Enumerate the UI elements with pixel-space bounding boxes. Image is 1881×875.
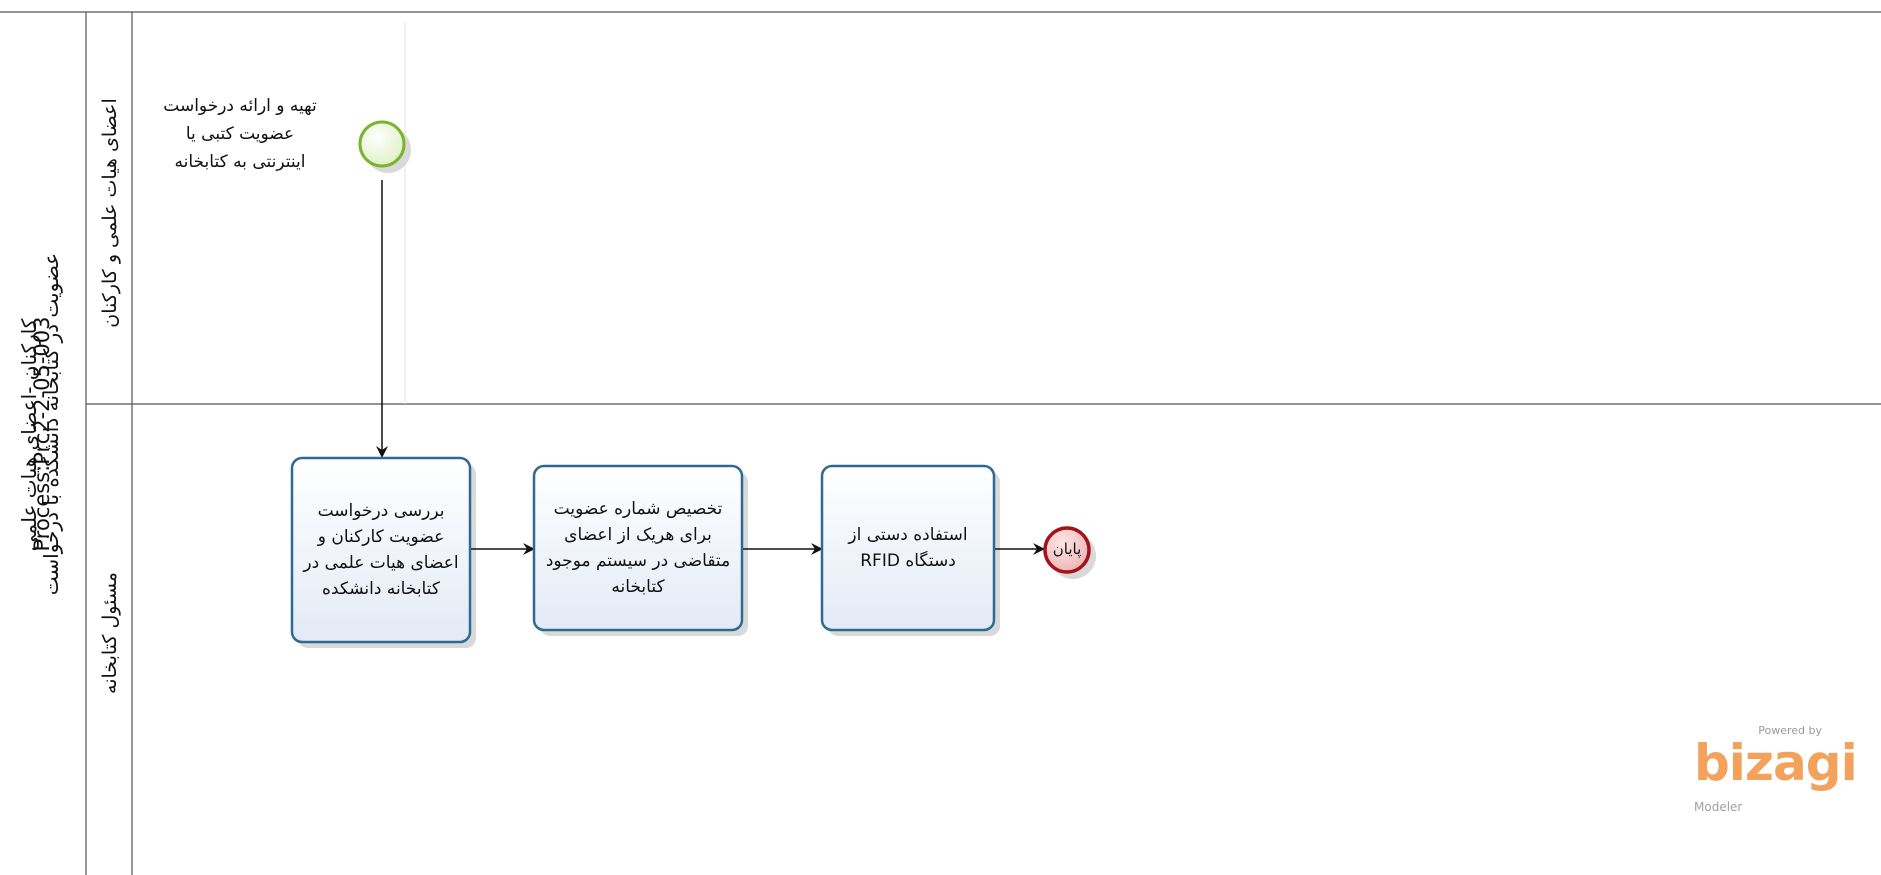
pool (0, 11, 1881, 875)
task-review-request[interactable] (290, 456, 472, 644)
start-event-label: تهیه و ارائه درخواست عضویت کتبی یا اینتر… (140, 92, 340, 176)
watermark-brand: bizagi (1694, 734, 1858, 792)
start-event-label-line2: عضویت کتبی یا (185, 124, 295, 144)
lane-label-faculty-staff: اعضای هیات علمی و کارکنان (99, 98, 121, 328)
end-event-label: پایان (1052, 540, 1082, 558)
watermark-product: Modeler (1694, 800, 1743, 814)
bizagi-watermark: Powered by bizagi Modeler (1690, 724, 1858, 824)
task-manual-rfid-label: استفاده دستی از دستگاه RFID (848, 525, 968, 571)
task-assign-member-number[interactable] (532, 464, 744, 632)
start-event-label-line3: اینترنتی به کتابخانه (174, 152, 306, 172)
task-assign-member-number-label: تخصیص شماره عضویت برای هریک از اعضای متق… (545, 499, 731, 597)
watermark-powered-by: Powered by (1758, 724, 1822, 737)
start-event[interactable] (358, 120, 406, 168)
task-manual-rfid[interactable] (820, 464, 996, 632)
pool-name-line2: کارکنان -اعضای هیات علمی (17, 318, 41, 552)
task-review-request-label: بررسی درخواست عضویت کارکنان و اعضای هیات… (303, 501, 459, 599)
start-event-label-line1: تهیه و ارائه درخواست (163, 96, 317, 116)
end-event[interactable] (1043, 526, 1091, 574)
lane-label-librarian: مسئول کتابخانه (99, 572, 121, 694)
sequence-flows (376, 180, 1045, 555)
